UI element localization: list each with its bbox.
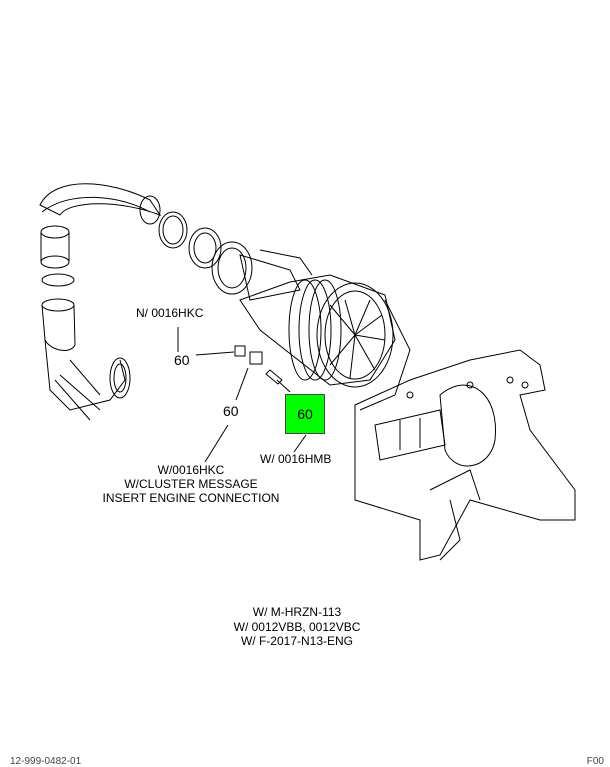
note-line-2: W/CLUSTER MESSAGE (124, 477, 258, 491)
footer-line-2: W/ 0012VBB, 0012VBC (233, 620, 361, 634)
intake-hose (39, 183, 188, 249)
sensor-parts (234, 345, 283, 385)
footer-line-3: W/ F-2017-N13-ENG (240, 634, 354, 648)
corner-code-left: 12-999-0482-01 (10, 756, 82, 767)
chassis-bracket (354, 349, 576, 561)
air-cleaner (239, 274, 411, 411)
label-w-0016hmb: W/ 0016HMB (260, 452, 332, 466)
corner-code-right: F00 (586, 756, 604, 767)
footer-line-1: W/ M-HRZN-113 (252, 605, 342, 619)
note-line-3: INSERT ENGINE CONNECTION (102, 491, 280, 505)
leader-lines (177, 327, 307, 463)
coupler-rings (188, 227, 313, 301)
vertical-tube (40, 225, 131, 421)
callout-60-highlighted-text: 60 (297, 406, 313, 422)
callout-60-highlighted[interactable]: 60 (285, 394, 325, 434)
label-n-0016hkc: N/ 0016HKC (136, 306, 204, 320)
callout-60-b: 60 (223, 403, 239, 419)
note-line-1: W/0016HKC (157, 463, 225, 477)
callout-60-a: 60 (174, 352, 190, 368)
